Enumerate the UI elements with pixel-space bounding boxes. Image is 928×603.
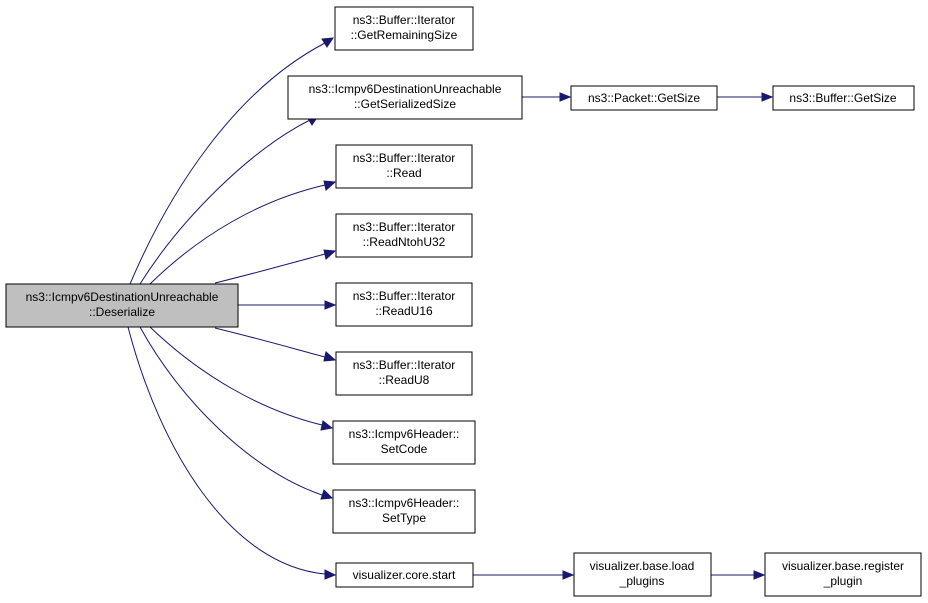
node-label-line2: ::Read (386, 166, 421, 180)
node-getserializedsize[interactable]: ns3::Icmpv6DestinationUnreachable ::GetS… (287, 75, 523, 120)
node-label-line1: ns3::Buffer::Iterator (353, 151, 456, 165)
node-label-line1: ns3::Icmpv6Header:: (349, 496, 460, 510)
node-label: ns3::Packet::GetSize (588, 91, 700, 105)
edge-getserializedsize-to-packet-getsize (522, 92, 572, 102)
node-readu8[interactable]: ns3::Buffer::Iterator ::ReadU8 (335, 351, 473, 396)
node-label: ns3::Buffer::GetSize (789, 91, 896, 105)
node-label-line2: ::ReadU16 (375, 304, 433, 318)
node-label-line2: SetCode (381, 442, 428, 456)
node-readntohu32[interactable]: ns3::Buffer::Iterator ::ReadNtohU32 (335, 213, 473, 258)
node-setcode[interactable]: ns3::Icmpv6Header:: SetCode (332, 420, 476, 465)
node-load-plugins[interactable]: visualizer.base.load _plugins (573, 552, 712, 597)
node-buffer-getsize[interactable]: ns3::Buffer::GetSize (772, 85, 915, 111)
edge-deserialize-to-getremainingsize (129, 37, 334, 285)
node-label-line1: visualizer.base.load (590, 559, 695, 573)
node-label-line1: ns3::Icmpv6DestinationUnreachable (26, 290, 219, 304)
edge-deserialize-to-getserializedsize (139, 115, 319, 285)
edge-core-start-to-load-plugins (473, 570, 575, 580)
node-label-line2: ::ReadNtohU32 (363, 235, 446, 249)
edge-load-plugins-to-register-plugin (711, 570, 766, 580)
node-read[interactable]: ns3::Buffer::Iterator ::Read (335, 144, 473, 189)
edge-packet-getsize-to-buffer-getsize (717, 92, 774, 102)
node-packet-getsize[interactable]: ns3::Packet::GetSize (570, 85, 718, 111)
node-label-line1: ns3::Buffer::Iterator (353, 220, 456, 234)
node-label-line1: ns3::Icmpv6Header:: (349, 427, 460, 441)
node-label-line1: ns3::Icmpv6DestinationUnreachable (309, 82, 502, 96)
node-label-line2: ::Deserialize (89, 305, 155, 319)
node-label-line2: ::ReadU8 (379, 373, 430, 387)
node-getremainingsize[interactable]: ns3::Buffer::Iterator ::GetRemainingSize (334, 6, 474, 51)
node-readu16[interactable]: ns3::Buffer::Iterator ::ReadU16 (335, 282, 473, 327)
node-label-line2: _plugin (823, 574, 863, 588)
node-register-plugin[interactable]: visualizer.base.register _plugin (764, 552, 922, 597)
edge-deserialize-to-setcode (149, 326, 334, 431)
node-label-line2: ::GetSerializedSize (354, 97, 456, 111)
node-label-line2: ::GetRemainingSize (351, 28, 458, 42)
edge-deserialize-to-readntohu32 (214, 249, 337, 284)
edge-deserialize-to-core-start (127, 326, 337, 580)
edge-deserialize-to-readu16 (238, 300, 337, 310)
node-label-line2: SetType (382, 511, 426, 525)
node-core-start[interactable]: visualizer.core.start (335, 562, 474, 588)
node-label: visualizer.core.start (353, 568, 456, 582)
edge-deserialize-to-readu8 (214, 327, 337, 362)
node-label-line1: ns3::Buffer::Iterator (353, 289, 456, 303)
node-deserialize[interactable]: ns3::Icmpv6DestinationUnreachable ::Dese… (5, 283, 239, 328)
node-label-line2: _plugins (619, 574, 665, 588)
node-label-line1: ns3::Buffer::Iterator (353, 358, 456, 372)
node-label-line1: ns3::Buffer::Iterator (353, 13, 456, 27)
edge-deserialize-to-read (149, 180, 337, 285)
edge-deserialize-to-settype (139, 326, 334, 500)
node-settype[interactable]: ns3::Icmpv6Header:: SetType (332, 489, 476, 534)
node-label-line1: visualizer.base.register (782, 559, 904, 573)
